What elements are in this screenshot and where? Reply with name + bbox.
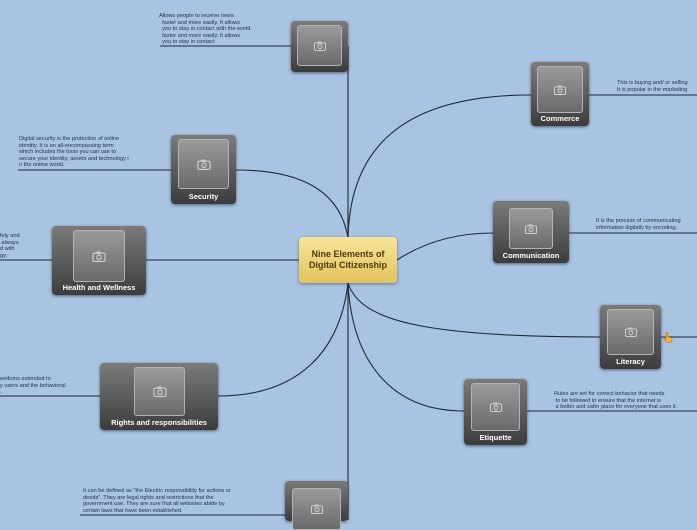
branch-node-rights-and-responsibilities[interactable]: Rights and responsibilities [100,363,218,430]
branch-note-security: Digital security is the protection of on… [19,136,129,169]
thumbnail [537,66,583,113]
central-topic-title: Nine Elements of Digital Citizenship [309,249,388,270]
branch-note-rights: eedoms extended to y users and the behav… [0,376,66,396]
thumbnail [134,367,185,416]
thumbnail [509,208,553,249]
branch-node-communication[interactable]: Communication [493,201,569,263]
branch-label: Communication [502,251,560,260]
branch-note-commerce: This is buying and/ or selling It is pop… [617,80,688,93]
thumbnail [297,25,342,66]
branch-node-commerce[interactable]: Commerce [531,62,589,126]
branch-node-law[interactable] [285,481,348,530]
thumbnail [471,383,520,431]
branch-note-communication: It is the process of communicating infor… [596,218,681,231]
branch-node-literacy[interactable]: Literacy [600,305,661,369]
central-topic[interactable]: Nine Elements of Digital Citizenship [299,237,397,283]
branch-label: Rights and responsibilities [111,418,207,427]
branch-node-news[interactable] [291,21,348,72]
branch-note-news: Allows people to receive news faster and… [159,13,252,46]
branch-label: Literacy [616,357,645,366]
branch-label: Security [188,192,219,201]
branch-label: Etiquette [479,433,512,442]
branch-note-health: fely and always d with gy. [0,233,20,259]
branch-note-law: It can be defined as "the Electric respo… [83,488,231,514]
camera-icon [196,159,211,170]
thumbnail [292,488,341,530]
camera-icon [624,327,637,337]
branch-node-security[interactable]: Security [171,135,236,204]
hand-pointer-icon[interactable] [663,332,673,343]
branch-note-etiquette: Rules are set for correct behavior that … [554,391,678,411]
branch-node-etiquette[interactable]: Etiquette [464,379,527,445]
branch-node-health-and-wellness[interactable]: Health and Wellness [52,226,146,295]
thumbnail [607,309,654,355]
camera-icon [310,504,323,514]
thumbnail [73,230,125,282]
branch-label: Commerce [540,114,580,123]
camera-icon [152,386,167,397]
camera-icon [489,402,502,412]
branch-label: Health and Wellness [62,283,136,292]
thumbnail [178,139,229,189]
camera-icon [313,41,326,51]
camera-icon [525,224,537,234]
camera-icon [554,85,566,95]
camera-icon [92,251,106,262]
